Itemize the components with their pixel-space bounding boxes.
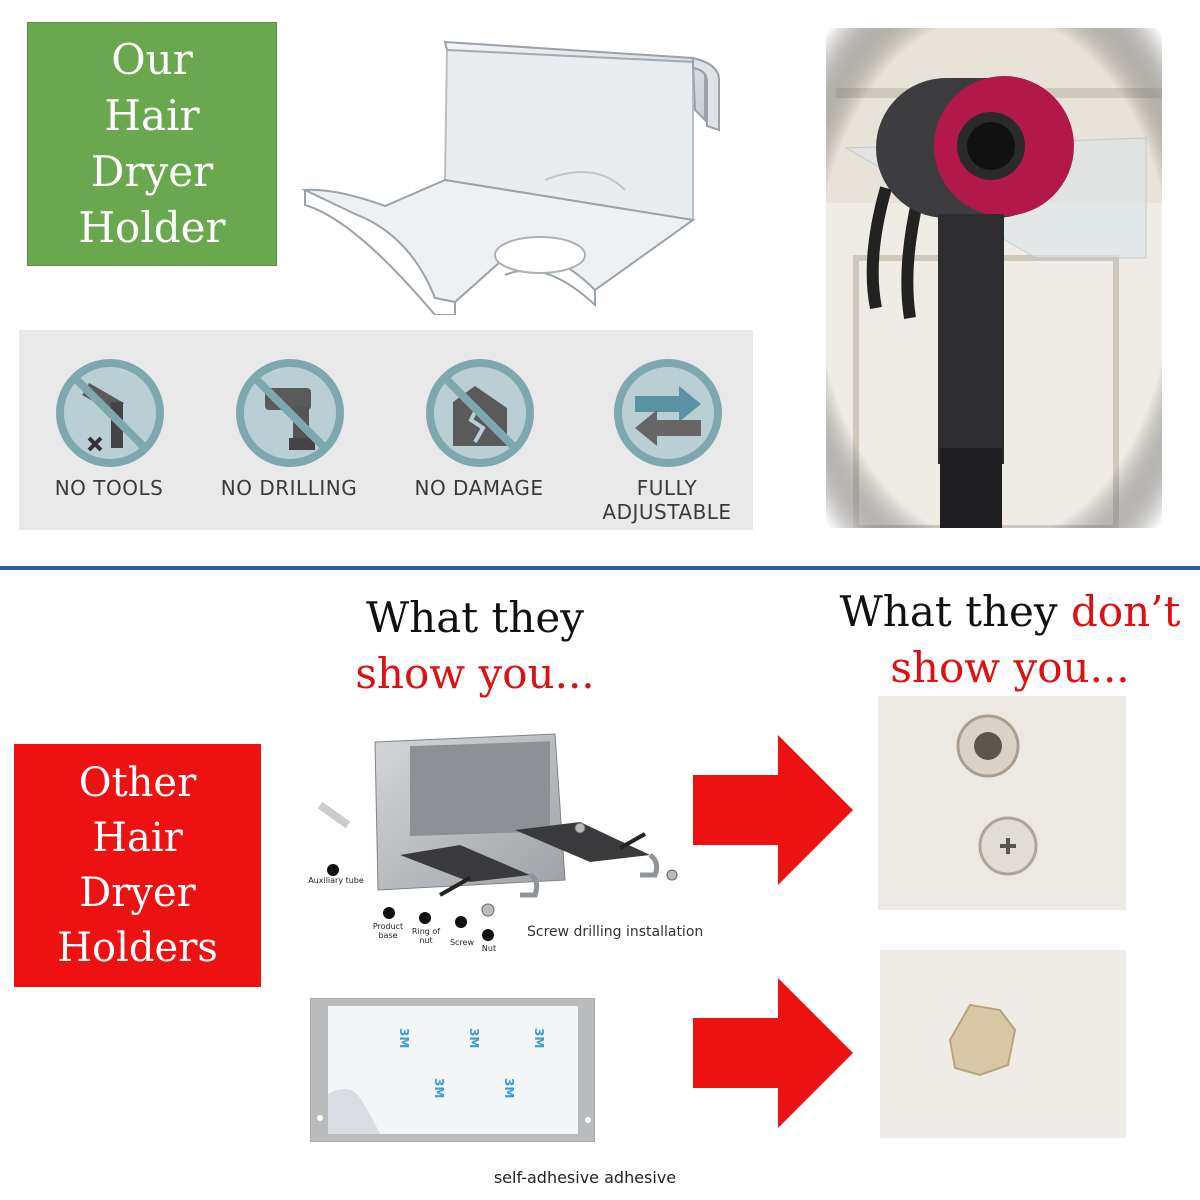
- feature-no-drilling: NO DRILLING: [199, 330, 379, 530]
- feature-no-tools: NO TOOLS: [19, 330, 199, 530]
- no-damage-icon: [426, 359, 534, 467]
- part-label-line: Product: [372, 922, 404, 931]
- what-they-dont-show-heading: What they don’t show you...: [820, 584, 1200, 696]
- svg-text:3M: 3M: [532, 1028, 546, 1048]
- feature-strip: NO TOOLS NO DRILLING NO DAMAGE FULLY ADJ…: [19, 330, 753, 530]
- feature-label: FULLY ADJUSTABLE: [577, 476, 757, 524]
- part-number: 1: [329, 865, 335, 874]
- heading-line: What they: [366, 593, 584, 642]
- other-holders-label: Other Hair Dryer Holders: [14, 744, 261, 987]
- no-drilling-icon: [236, 359, 344, 467]
- part-label-line: base: [378, 931, 398, 940]
- our-holder-line: Our: [111, 35, 193, 84]
- acrylic-holder-image: [301, 40, 720, 315]
- svg-text:3M: 3M: [397, 1028, 411, 1048]
- part-4-label: Screw: [449, 938, 475, 947]
- part-5-label: Nut: [481, 944, 497, 953]
- adjustable-arrows-icon: [614, 359, 722, 467]
- no-tools-icon: [56, 359, 164, 467]
- wall-peeled-paint-photo: [880, 950, 1126, 1138]
- feature-fully-adjustable: FULLY ADJUSTABLE: [577, 330, 757, 530]
- screw-bracket-diagram: [317, 733, 678, 941]
- feature-label: NO DRILLING: [220, 476, 358, 500]
- part-1: 1: [329, 865, 334, 874]
- heading-text: What they: [839, 587, 1071, 636]
- part-3-label: Ring of nut: [408, 927, 444, 945]
- heading-line: What they don’t: [820, 584, 1200, 640]
- part-label-line: nut: [419, 936, 433, 945]
- dryer-on-cabinet-photo: [826, 28, 1162, 528]
- our-holder-line: Holder: [78, 203, 226, 252]
- svg-text:3M: 3M: [467, 1028, 481, 1048]
- our-holder-label: Our Hair Dryer Holder: [27, 22, 277, 266]
- red-arrow-icon: [693, 735, 853, 885]
- feature-label: NO TOOLS: [54, 476, 164, 500]
- feature-label-line: FULLY: [636, 476, 698, 500]
- other-holders-line: Holders: [57, 924, 218, 971]
- part-1-label: Auxiliary tube: [308, 876, 364, 885]
- adhesive-caption: self-adhesive adhesive: [493, 1168, 677, 1187]
- feature-label-line: ADJUSTABLE: [602, 500, 732, 524]
- adhesive-pad-image: 3M 3M 3M 3M 3M: [310, 998, 595, 1142]
- our-holder-line: Dryer: [90, 147, 214, 196]
- what-they-show-heading: What they show you...: [340, 590, 610, 702]
- heading-text-red: don’t: [1070, 587, 1181, 636]
- part-2-label: Product base: [370, 922, 406, 940]
- part-label-line: Ring of: [411, 927, 441, 936]
- other-holders-line: Hair: [92, 814, 183, 861]
- other-holders-line: Other: [78, 759, 197, 806]
- other-holders-line: Dryer: [79, 869, 196, 916]
- heading-line-red: show you...: [890, 643, 1130, 692]
- wall-anchor-holes-photo: [878, 696, 1126, 910]
- svg-text:3M: 3M: [432, 1078, 446, 1098]
- section-divider: [0, 566, 1200, 570]
- feature-no-damage: NO DAMAGE: [389, 330, 569, 530]
- our-holder-line: Hair: [104, 91, 200, 140]
- svg-text:3M: 3M: [502, 1078, 516, 1098]
- heading-line-red: show you...: [355, 649, 595, 698]
- bracket-caption: Screw drilling installation: [527, 924, 704, 940]
- feature-label: NO DAMAGE: [414, 476, 544, 500]
- red-arrow-icon: [693, 978, 853, 1128]
